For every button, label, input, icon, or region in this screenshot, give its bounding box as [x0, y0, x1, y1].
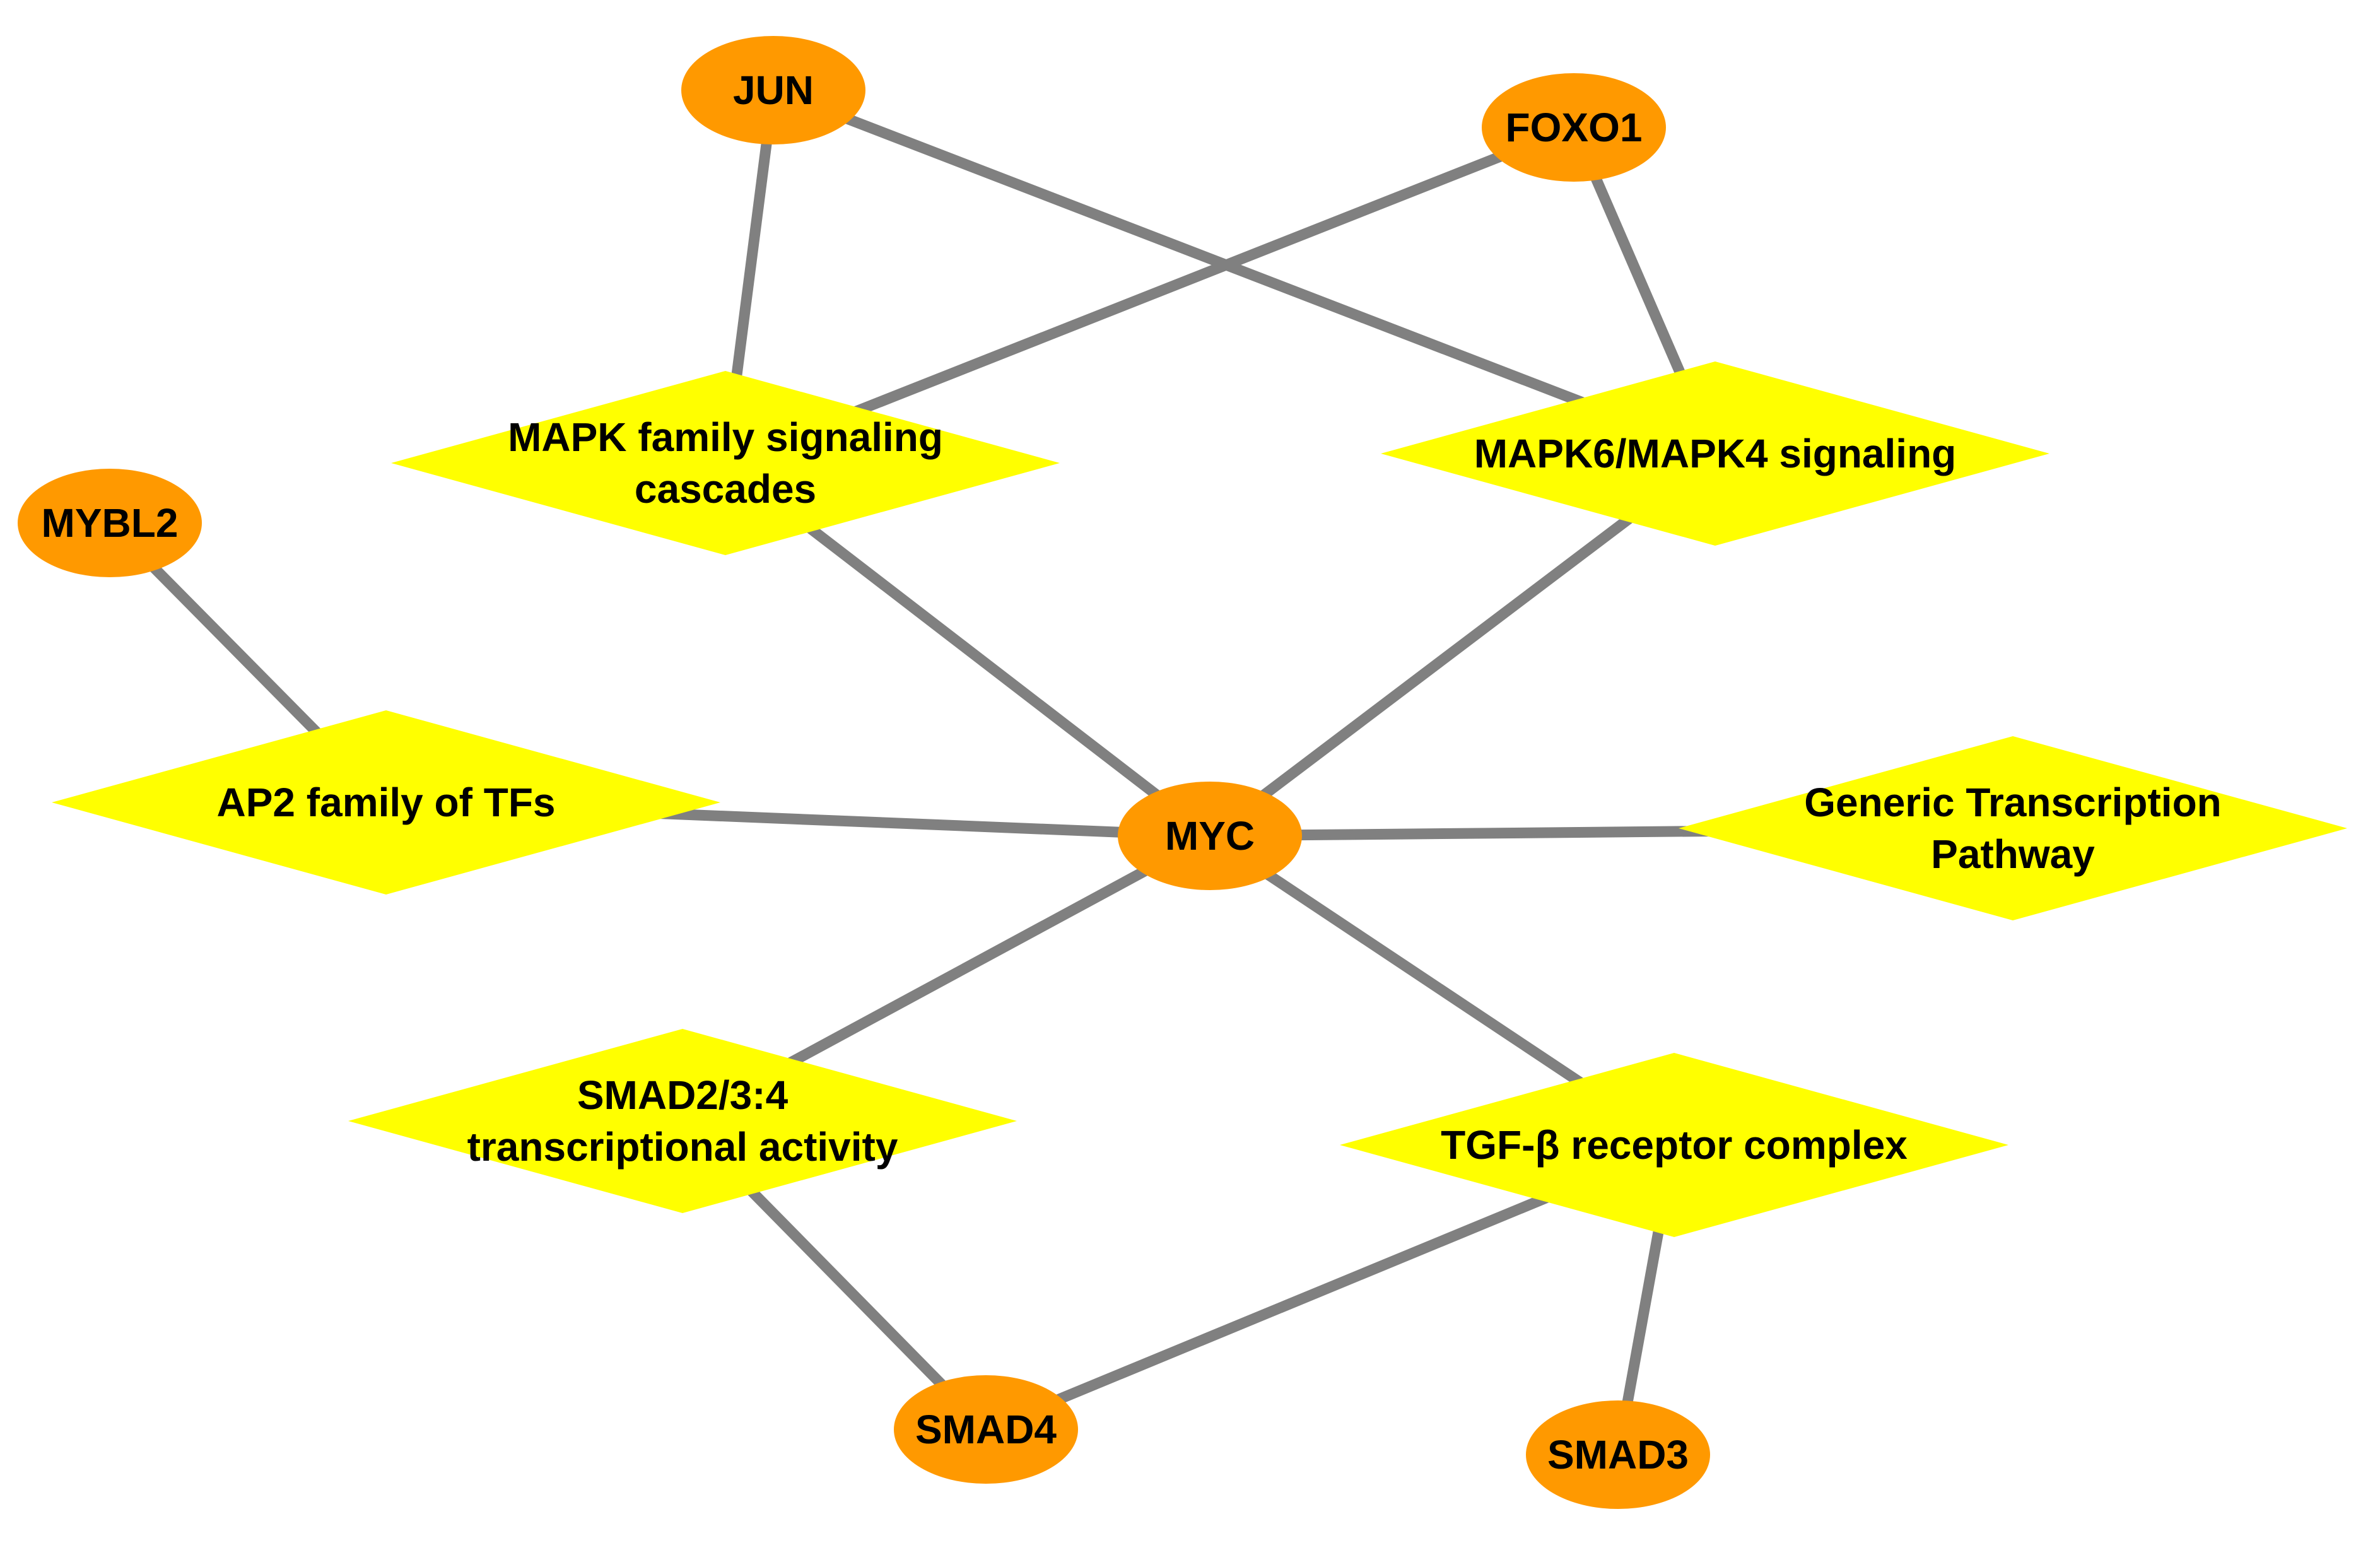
pathway-node-shape [1679, 736, 2347, 920]
gene-node-shape [681, 36, 865, 144]
node-label-line: cascades [635, 466, 816, 512]
node-label: TGF-β receptor complex [1441, 1122, 1908, 1168]
node-label: MYBL2 [42, 500, 179, 546]
node-smad3[interactable]: SMAD3 [1526, 1400, 1710, 1509]
node-label-line: AP2 family of TFs [217, 780, 556, 825]
node-label: SMAD4 [915, 1407, 1057, 1452]
node-label-line: MAPK family signaling [508, 414, 943, 460]
node-ap2-family[interactable]: AP2 family of TFs [52, 710, 720, 895]
pathway-node-shape [391, 371, 1060, 555]
node-label-line: transcriptional activity [467, 1124, 898, 1170]
pathway-node-shape [348, 1029, 1017, 1213]
pathway-node-shape [1381, 361, 2049, 546]
node-mybl2[interactable]: MYBL2 [18, 469, 202, 577]
node-label-line: JUN [733, 67, 814, 113]
node-label-line: SMAD4 [915, 1407, 1057, 1452]
node-label: SMAD3 [1547, 1432, 1689, 1477]
node-mapk-family[interactable]: MAPK family signaling cascades [391, 371, 1060, 555]
node-smad4[interactable]: SMAD4 [894, 1375, 1078, 1484]
node-label-line: Generic Transcription [1804, 780, 2222, 825]
node-jun[interactable]: JUN [681, 36, 865, 144]
node-label-line: TGF-β receptor complex [1441, 1122, 1908, 1168]
node-label: MYC [1165, 813, 1255, 859]
node-label: MAPK6/MAPK4 signaling [1474, 431, 1957, 476]
node-label-line: Pathway [1931, 831, 2095, 877]
node-mapk6-mapk4[interactable]: MAPK6/MAPK4 signaling [1381, 361, 2049, 546]
node-label-line: MYBL2 [42, 500, 179, 546]
pathway-node-shape [1340, 1053, 2008, 1237]
gene-node-shape [894, 1375, 1078, 1484]
node-label: AP2 family of TFs [217, 780, 556, 825]
edge-foxo1-mapk-family [723, 122, 1576, 468]
node-label-line: MAPK6/MAPK4 signaling [1474, 431, 1957, 476]
gene-node-shape [1118, 782, 1302, 890]
node-label: MAPK family signaling cascades [508, 414, 943, 512]
gene-node-shape [1482, 73, 1666, 182]
node-label-line: MYC [1165, 813, 1255, 859]
node-smad-activity[interactable]: SMAD2/3:4 transcriptional activity [348, 1029, 1017, 1213]
node-label: FOXO1 [1506, 105, 1643, 150]
node-label: JUN [733, 67, 814, 113]
edge-jun-mapk6-mapk4 [771, 85, 1718, 459]
node-foxo1[interactable]: FOXO1 [1482, 73, 1666, 182]
pathway-node-shape [52, 710, 720, 895]
node-label: SMAD2/3:4 transcriptional activity [467, 1072, 898, 1170]
node-tgfb-receptor[interactable]: TGF-β receptor complex [1340, 1053, 2008, 1237]
gene-node-shape [18, 469, 202, 577]
node-label-line: SMAD2/3:4 [577, 1072, 788, 1118]
node-label-line: SMAD3 [1547, 1432, 1689, 1477]
node-myc[interactable]: MYC [1118, 782, 1302, 890]
node-label-line: FOXO1 [1506, 105, 1643, 150]
gene-node-shape [1526, 1400, 1710, 1509]
